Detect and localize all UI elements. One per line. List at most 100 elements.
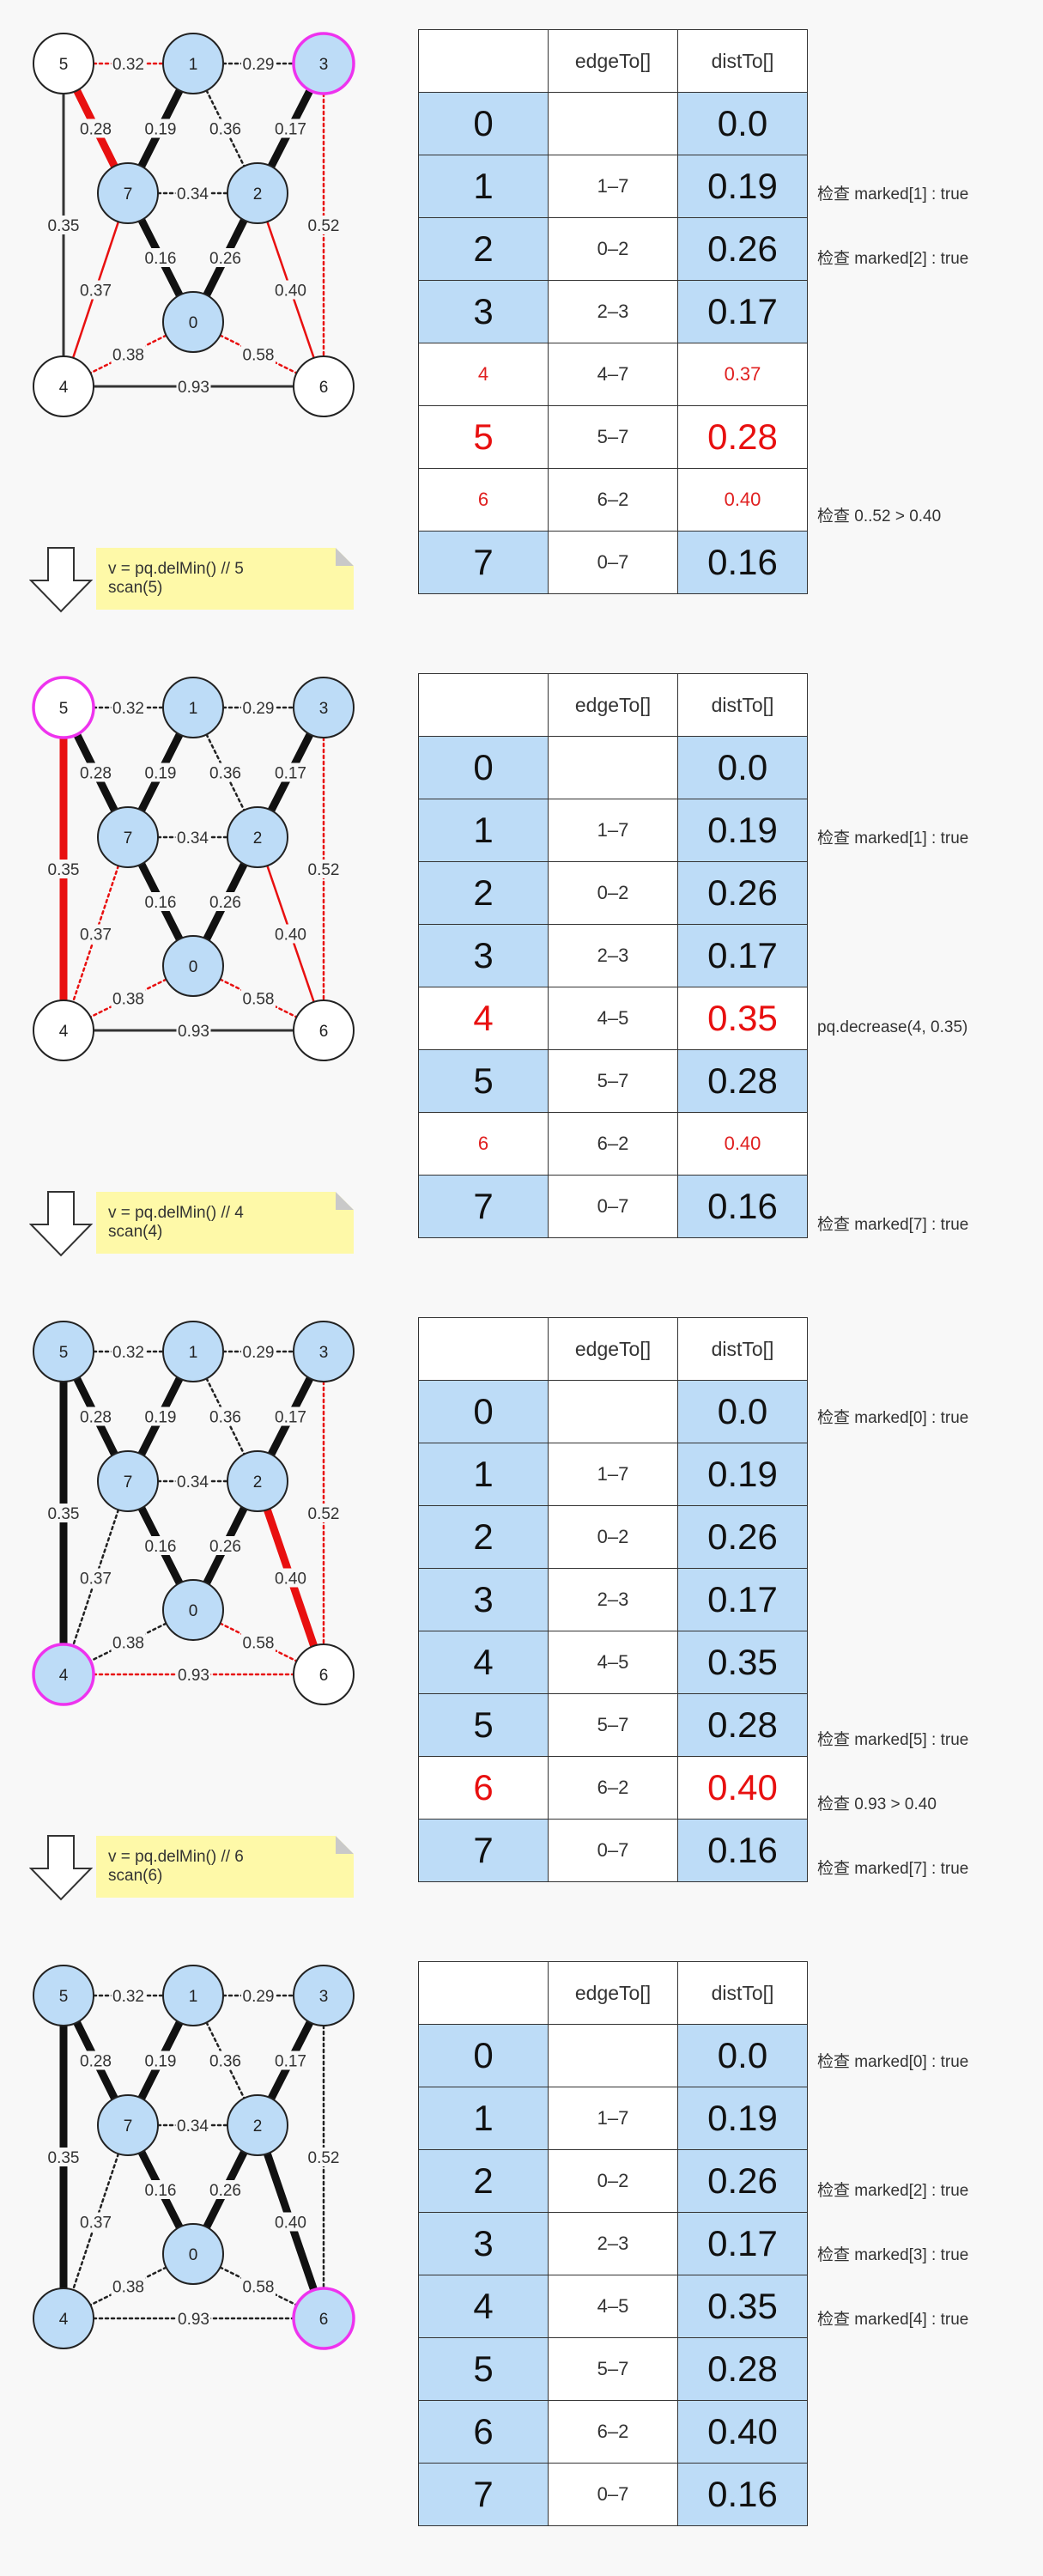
edge-weight-2-6: 0.40 <box>275 927 306 945</box>
node-7 <box>97 162 159 224</box>
node-label-6: 6 <box>319 1023 329 1041</box>
check-note: 检查 marked[5] : true <box>817 1730 969 1749</box>
node-0 <box>162 935 224 997</box>
edge-weight-7-4: 0.37 <box>80 927 112 945</box>
edge-weight-7-0: 0.16 <box>145 894 177 912</box>
distto-cell: 0.0 <box>677 736 808 799</box>
edgeto-cell: 5–7 <box>548 1049 678 1113</box>
node-5 <box>33 33 94 94</box>
edge-label-bg <box>208 118 243 138</box>
edge-label-bg <box>111 1986 146 2005</box>
edge-label-bg <box>111 698 146 717</box>
edge-weight-5-7: 0.28 <box>80 2053 112 2071</box>
edge-weight-3-6: 0.52 <box>308 1505 340 1523</box>
edge-weight-5-4: 0.35 <box>48 1505 80 1523</box>
edgeto-cell: 2–3 <box>548 1568 678 1631</box>
node-label-3: 3 <box>319 56 329 74</box>
edgeto-cell: 4–5 <box>548 2275 678 2338</box>
node-3 <box>293 1321 355 1382</box>
edgeto-cell: 5–7 <box>548 405 678 469</box>
edge-label-bg <box>111 988 146 1008</box>
edge-weight-2-6: 0.40 <box>275 1571 306 1589</box>
edge-label-bg <box>241 54 276 73</box>
edge-label-bg <box>143 762 178 782</box>
node-label-4: 4 <box>59 1667 69 1685</box>
edge-weight-3-2: 0.17 <box>275 1409 306 1427</box>
vertex-cell: 2 <box>418 217 549 281</box>
edge-label-bg <box>273 1406 308 1426</box>
node-4 <box>33 355 94 417</box>
edge-weight-0-4: 0.38 <box>112 347 144 365</box>
node-5 <box>33 1965 94 2026</box>
node-label-2: 2 <box>253 829 263 848</box>
distto-cell: 0.17 <box>677 2212 808 2275</box>
edge-label-bg <box>143 2180 178 2199</box>
edge-weight-7-4: 0.37 <box>80 2215 112 2233</box>
check-note: 检查 marked[0] : true <box>817 1408 969 1427</box>
node-5 <box>32 676 95 739</box>
edge-label-bg <box>78 762 113 782</box>
vertex-cell: 3 <box>418 280 549 343</box>
edge-weight-1-2: 0.36 <box>209 121 241 139</box>
vertex-cell: 6 <box>418 1756 549 1820</box>
node-4 <box>33 999 94 1061</box>
node-2 <box>227 806 288 868</box>
vertex-cell: 4 <box>418 2275 549 2338</box>
edge-weight-7-0: 0.16 <box>145 2182 177 2200</box>
vertex-cell: 0 <box>418 736 549 799</box>
header-edgeto: edgeTo[] <box>548 673 678 737</box>
vertex-cell: 3 <box>418 924 549 987</box>
edgeto-cell: 2–3 <box>548 924 678 987</box>
node-label-2: 2 <box>253 185 263 204</box>
down-arrow-icon <box>29 547 94 613</box>
table-header-row: edgeTo[]distTo[] <box>418 29 808 93</box>
node-7 <box>97 2094 159 2156</box>
node-label-5: 5 <box>59 700 69 718</box>
vertex-cell: 4 <box>418 1631 549 1694</box>
sticky-line-scan: scan(5) <box>108 579 163 597</box>
edge-weight-5-4: 0.35 <box>48 861 80 879</box>
vertex-cell: 1 <box>418 155 549 218</box>
vertex-cell: 6 <box>418 468 549 532</box>
edge-label-bg <box>143 892 178 911</box>
check-note: 检查 marked[2] : true <box>817 2181 969 2200</box>
node-2 <box>227 1450 288 1512</box>
header-vertex <box>418 29 549 93</box>
edge-weight-2-0: 0.26 <box>209 250 241 268</box>
node-label-3: 3 <box>319 700 329 718</box>
edge-label-bg <box>175 1472 210 1491</box>
vertex-cell: 7 <box>418 531 549 594</box>
node-label-4: 4 <box>59 379 69 397</box>
edge-label-bg <box>143 1406 178 1426</box>
edge-weight-0-6: 0.58 <box>243 2279 275 2297</box>
edgeto-cell <box>548 92 678 155</box>
edge-label-bg <box>143 1536 178 1555</box>
node-1 <box>162 1965 224 2026</box>
node-label-6: 6 <box>319 2311 329 2329</box>
node-label-7: 7 <box>124 1473 133 1492</box>
edge-label-bg <box>111 1632 146 1652</box>
edge-label-bg <box>176 1021 211 1040</box>
distto-cell: 0.26 <box>677 1505 808 1569</box>
check-note: 检查 marked[7] : true <box>817 1859 969 1878</box>
edge-label-bg <box>111 54 146 73</box>
node-label-4: 4 <box>59 1023 69 1041</box>
edgeto-cell: 0–7 <box>548 531 678 594</box>
vertex-cell: 5 <box>418 405 549 469</box>
edge-weight-2-0: 0.26 <box>209 894 241 912</box>
distto-cell: 0.40 <box>677 1756 808 1820</box>
vertex-cell: 6 <box>418 1112 549 1176</box>
